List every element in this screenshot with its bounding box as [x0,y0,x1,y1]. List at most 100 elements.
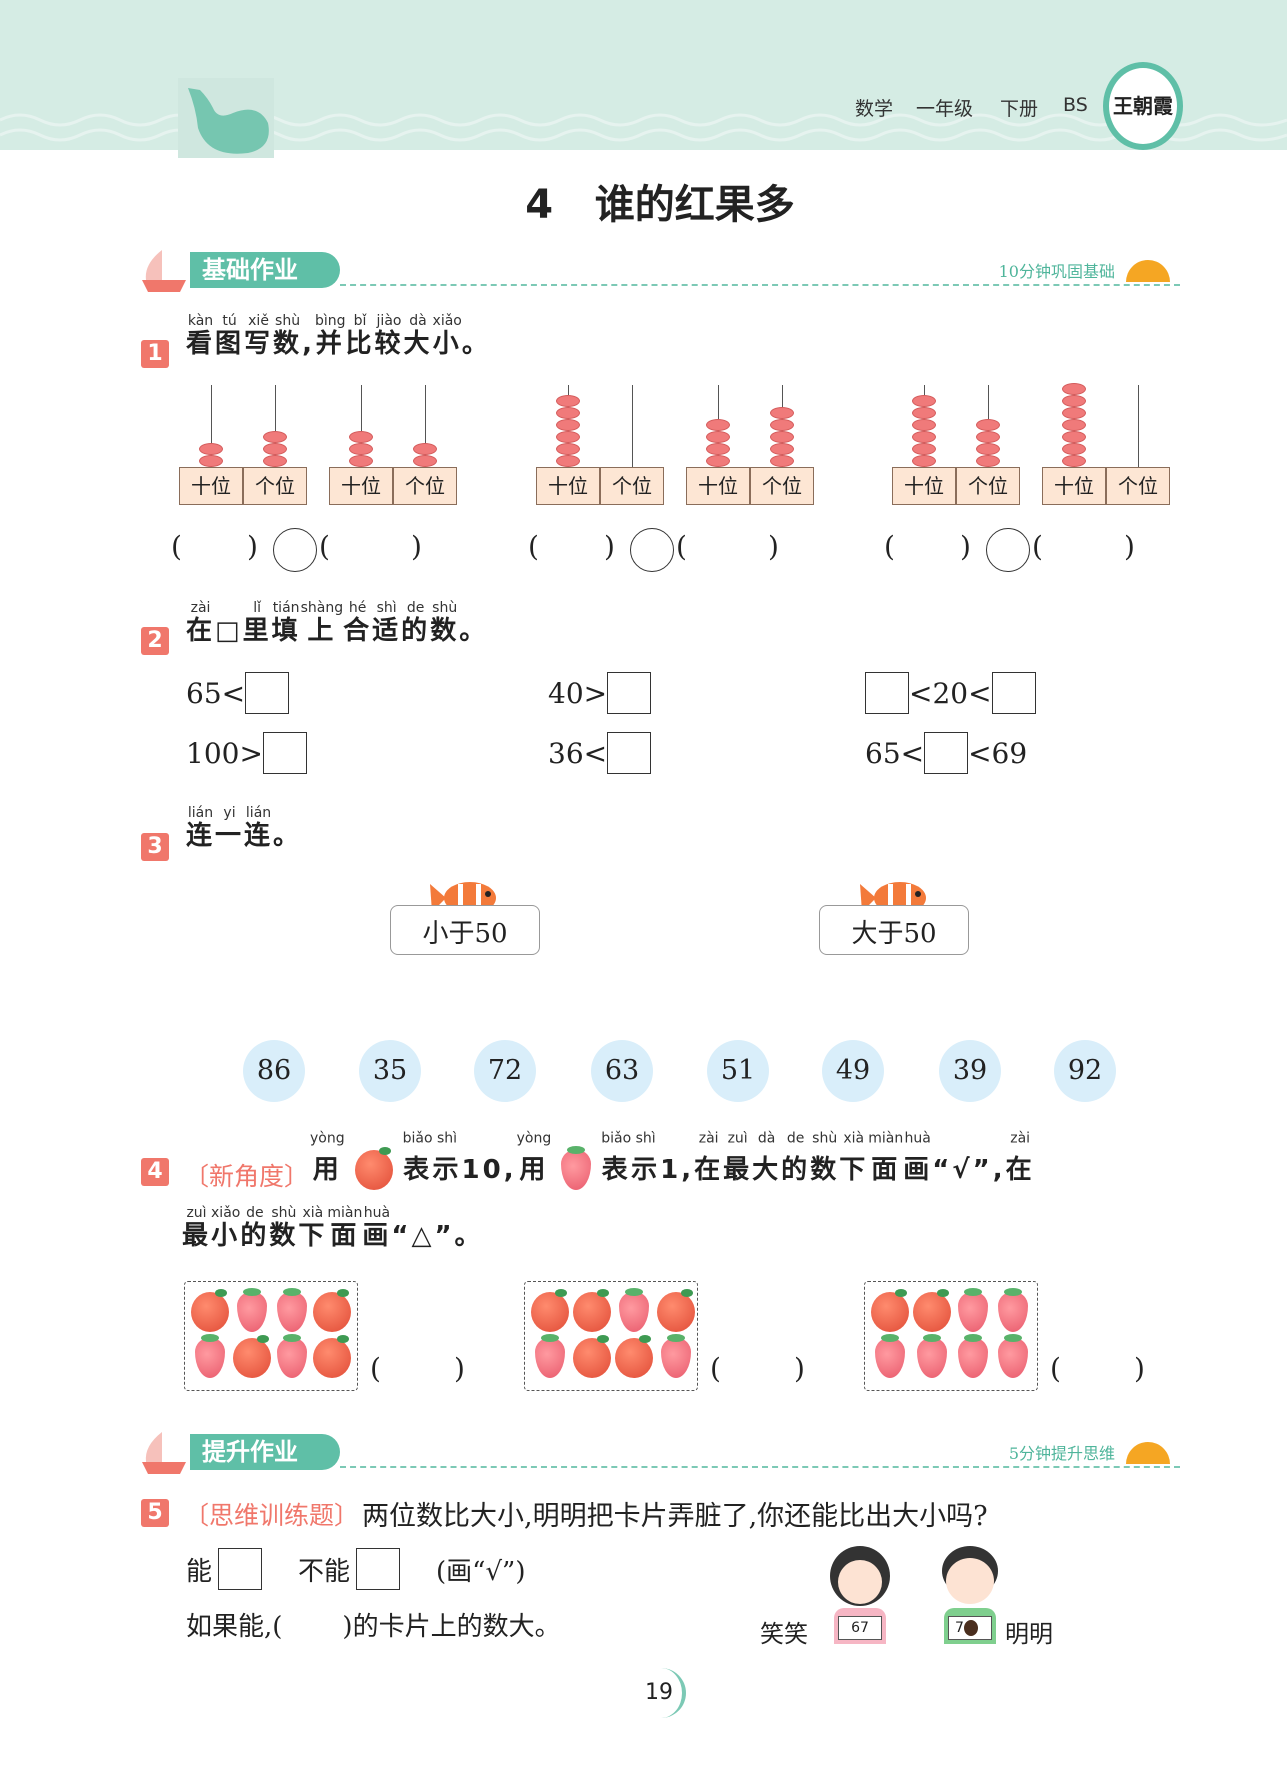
answer-blank[interactable] [729,1352,789,1388]
char: 画 [903,1154,933,1185]
answer-box[interactable] [607,732,652,774]
answer-blank[interactable] [1069,1352,1129,1388]
ruby-char: 写xiě [244,313,274,359]
section-hint: 5分钟提升思维 [1008,1444,1115,1463]
apple-icon [531,1289,569,1332]
apple-icon [573,1289,611,1332]
ruby-char: 在zài [186,600,215,646]
answer-box[interactable] [924,732,969,774]
ruby-char: 大dà [403,313,433,359]
ruby-char: 数shù [810,1130,839,1185]
bead [912,419,936,431]
paren: ( [319,530,330,563]
apple-icon [233,1335,271,1378]
char: 大 [403,329,433,359]
answer-box[interactable] [865,672,909,714]
char: 看 [186,329,216,359]
apple-icon [657,1289,695,1332]
ruby-char: 画huà [903,1130,933,1185]
answer-box[interactable] [245,672,290,714]
pinyin: hé [343,600,373,616]
inequality-suffix: <20< [909,676,992,710]
bead [976,431,1000,443]
bead [413,443,437,455]
char: 写 [244,329,274,359]
compare-circle[interactable] [630,528,674,572]
ruby-char: 一yi [215,805,245,851]
bead [1062,395,1086,407]
char: 小 [211,1221,241,1251]
q5-question: 两位数比大小,明明把卡片弄脏了,你还能比出大小吗? [362,1501,988,1532]
number-bubble[interactable]: 72 [474,1040,536,1102]
inequality-item: 65<<69 [865,732,1027,774]
compare-circle[interactable] [273,528,317,572]
q2-instruction: 在zài□里lǐ填tián上shàng合hé适shì的de数shù。 [186,600,488,647]
tens-place-label: 十位 [1042,467,1106,505]
char: 。 [273,821,303,851]
bead [912,443,936,455]
bead [413,455,437,467]
ones-rod [632,385,633,467]
bead [556,443,580,455]
char: 里 [242,616,272,646]
ruby-char: 的de [401,600,430,646]
char: 用 [310,1154,345,1185]
pinyin: bǐ [345,313,375,329]
char: 在 [694,1154,724,1185]
ruby-char: 适shì [372,600,401,646]
ruby-char: 画huà [362,1205,391,1251]
ruby-char: 示shì [631,1130,660,1185]
bead [770,407,794,419]
ruby-char: 用yòng [310,1130,345,1185]
char: 下 [298,1221,328,1251]
pinyin: shàng [300,600,344,616]
bead [912,431,936,443]
bead [976,443,1000,455]
dirt-smudge [963,1620,978,1636]
ruby-char: 连lián [186,805,215,851]
answer-blank[interactable] [389,1352,449,1388]
paren: ) [454,1352,465,1385]
answer-box[interactable] [991,672,1036,714]
ruby-char: 最zuì [182,1205,211,1251]
char: 数 [273,329,303,359]
number-bubble[interactable]: 49 [822,1040,884,1102]
char: “√”, [932,1154,1006,1185]
card-greater-than-50[interactable]: 大于50 [819,905,969,955]
abacus: 十位个位 [892,385,1020,505]
pinyin: bìng [314,313,346,329]
q4-instruction-line1: 用yòng表biǎo示shì10,用yòng表biǎo示shì1,在zài最zu… [310,1130,1035,1190]
char: 用 [516,1154,552,1185]
tens-place-label: 十位 [686,467,750,505]
pinyin: de [240,1205,270,1221]
char: 的 [240,1221,270,1251]
card-less-than-50[interactable]: 小于50 [390,905,540,955]
number-bubble[interactable]: 39 [939,1040,1001,1102]
cannot-checkbox[interactable] [356,1548,401,1590]
answer-box[interactable] [262,732,307,774]
pinyin: miàn [327,1205,363,1221]
answer-box[interactable] [607,672,652,714]
bead [263,431,287,443]
char: 一 [215,821,245,851]
pinyin: jiào [374,313,404,329]
char: 面 [868,1154,904,1185]
pinyin: dà [403,313,433,329]
bead [912,395,936,407]
ones-place-label: 个位 [243,467,307,505]
char: 表 [402,1154,433,1185]
number-bubble[interactable]: 35 [359,1040,421,1102]
number-bubble[interactable]: 63 [591,1040,653,1102]
can-checkbox[interactable] [218,1548,263,1590]
question-number: 1 [141,340,169,368]
ruby-char: 10, [462,1155,517,1185]
char: 上 [300,616,344,646]
char: “△”。 [391,1221,484,1251]
compare-circle[interactable] [986,528,1030,572]
number-bubble[interactable]: 51 [707,1040,769,1102]
ruby-char: “△”。 [391,1221,483,1251]
number-bubble[interactable]: 92 [1054,1040,1116,1102]
pinyin: shù [273,313,303,329]
number-bubble[interactable]: 86 [243,1040,305,1102]
pinyin: zài [694,1130,724,1146]
